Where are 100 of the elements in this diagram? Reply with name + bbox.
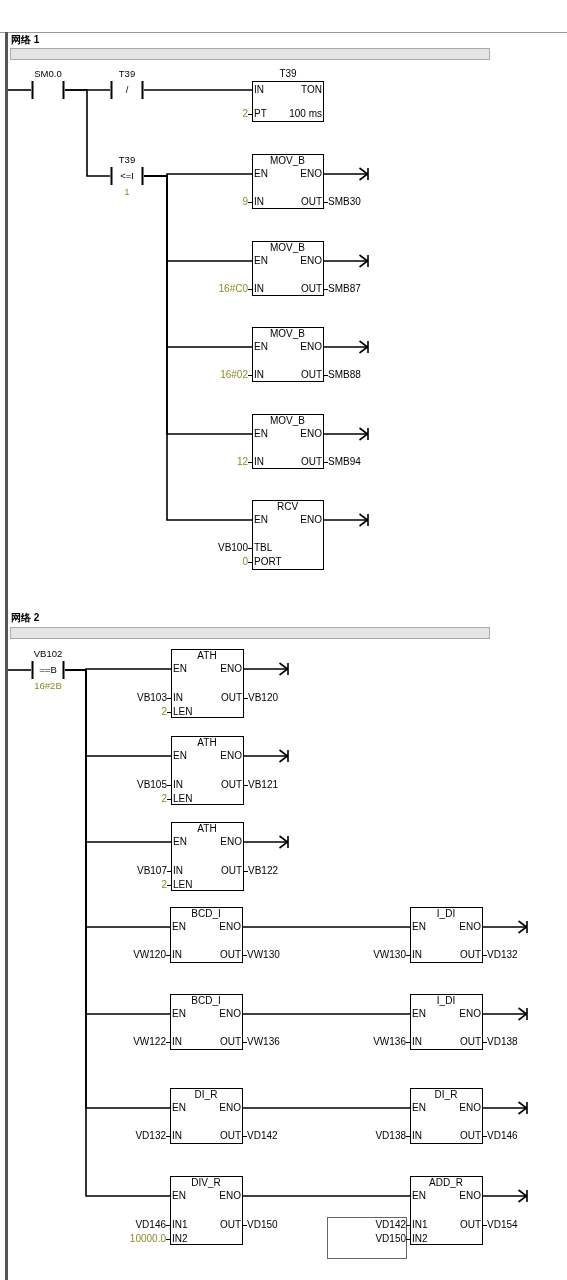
pin-label: OUT [220, 779, 242, 791]
block-name: MOV_B [269, 242, 306, 254]
pin-label: EN [254, 255, 268, 267]
pin-label: IN [412, 949, 422, 961]
operand-label: VB121 [244, 779, 279, 791]
pin-label: IN [412, 1130, 422, 1142]
power-rail [5, 32, 8, 1280]
block-name: RCV [275, 501, 300, 513]
wire [143, 89, 253, 91]
contact [110, 68, 144, 100]
operand-label: VW136 [243, 1036, 280, 1048]
pin-label: ENO [300, 341, 322, 353]
pin-label: IN [172, 1036, 182, 1048]
operand-label: VD146 [135, 1219, 170, 1231]
compare-value: 1 [123, 186, 131, 198]
pin-label: ENO [219, 1102, 241, 1114]
operand-label: 2 [161, 793, 171, 805]
operand-label: VW136 [373, 1036, 410, 1048]
block-name: MOV_B [269, 155, 306, 167]
pin-label: EN [173, 750, 187, 762]
block-name: T39 [278, 68, 298, 80]
operand-label: VD138 [483, 1036, 518, 1048]
block-name: I_DI [435, 908, 457, 920]
wire [242, 1013, 411, 1015]
pin-label: ENO [219, 1190, 241, 1202]
pin-label: ENO [459, 921, 481, 933]
block-name: BCD_I [190, 995, 222, 1007]
wire [64, 669, 171, 1197]
operand-label: VD142 [375, 1219, 410, 1231]
wire [7, 89, 32, 91]
contact-address: T39 [117, 68, 137, 80]
pin-label: TON [301, 84, 322, 96]
pin-label: TBL [254, 542, 273, 554]
pin-label: ENO [300, 168, 322, 180]
operand-label: VB100 [217, 542, 252, 554]
operand-label: 16#C0 [218, 283, 252, 295]
pin-label: OUT [219, 949, 241, 961]
pin-label: EN [412, 921, 426, 933]
operand-label: 10000.0 [129, 1233, 170, 1245]
pin-label: OUT [459, 949, 481, 961]
contact [110, 154, 144, 198]
pin-label: ENO [459, 1102, 481, 1114]
pin-label: OUT [300, 369, 322, 381]
pin-label: IN [173, 692, 183, 704]
pin-label: IN2 [412, 1233, 428, 1245]
pin-label: ENO [300, 255, 322, 267]
operand-label: VD146 [483, 1130, 518, 1142]
operand-label: VB120 [244, 692, 279, 704]
pin-label: OUT [220, 865, 242, 877]
contact [31, 648, 65, 692]
operand-label: VD150 [243, 1219, 278, 1231]
wire [242, 926, 411, 928]
contact-symbol: ==B [38, 664, 58, 676]
wire [64, 89, 111, 177]
pin-label: EN [172, 1008, 186, 1020]
pin-label: 100 ms [289, 108, 322, 120]
pin-label: IN [254, 456, 264, 468]
pin-label: OUT [219, 1036, 241, 1048]
operand-label: 2 [242, 108, 252, 120]
network-title: 网络 1 [11, 34, 40, 46]
operand-label: VD150 [375, 1233, 410, 1245]
operand-label: VB122 [244, 865, 279, 877]
pin-label: OUT [219, 1219, 241, 1231]
pin-label: EN [254, 428, 268, 440]
block-name: ATH [196, 737, 218, 749]
operand-label: 0 [242, 556, 252, 568]
pin-label: IN1 [172, 1219, 188, 1231]
block-name: MOV_B [269, 415, 306, 427]
pin-label: ENO [300, 514, 322, 526]
pin-label: EN [254, 341, 268, 353]
operand-label: VW130 [243, 949, 280, 961]
block-name: MOV_B [269, 328, 306, 340]
operand-label: SMB94 [324, 456, 361, 468]
pin-label: LEN [173, 879, 193, 891]
pin-label: EN [254, 514, 268, 526]
block-name: BCD_I [190, 908, 222, 920]
wire [242, 1195, 411, 1197]
operand-label: VW130 [373, 949, 410, 961]
operand-label: 2 [161, 879, 171, 891]
pin-label: IN [173, 779, 183, 791]
operand-label: SMB30 [324, 196, 361, 208]
pin-label: OUT [459, 1036, 481, 1048]
pin-label: EN [173, 663, 187, 675]
operand-label: VB103 [136, 692, 171, 704]
pin-label: ENO [459, 1190, 481, 1202]
pin-label: EN [412, 1008, 426, 1020]
wire [143, 175, 253, 521]
pin-label: EN [254, 168, 268, 180]
operand-label: VD138 [375, 1130, 410, 1142]
operand-label: 16#02 [220, 369, 252, 381]
pin-label: IN [173, 865, 183, 877]
block-name: DI_R [433, 1089, 459, 1101]
pin-label: PT [254, 108, 267, 120]
pin-label: IN [412, 1036, 422, 1048]
block-name: DIV_R [190, 1177, 222, 1189]
contact-address: T39 [117, 154, 137, 166]
operand-label: VD142 [243, 1130, 278, 1142]
pin-label: EN [172, 921, 186, 933]
pin-label: ENO [219, 921, 241, 933]
contact [31, 68, 65, 100]
